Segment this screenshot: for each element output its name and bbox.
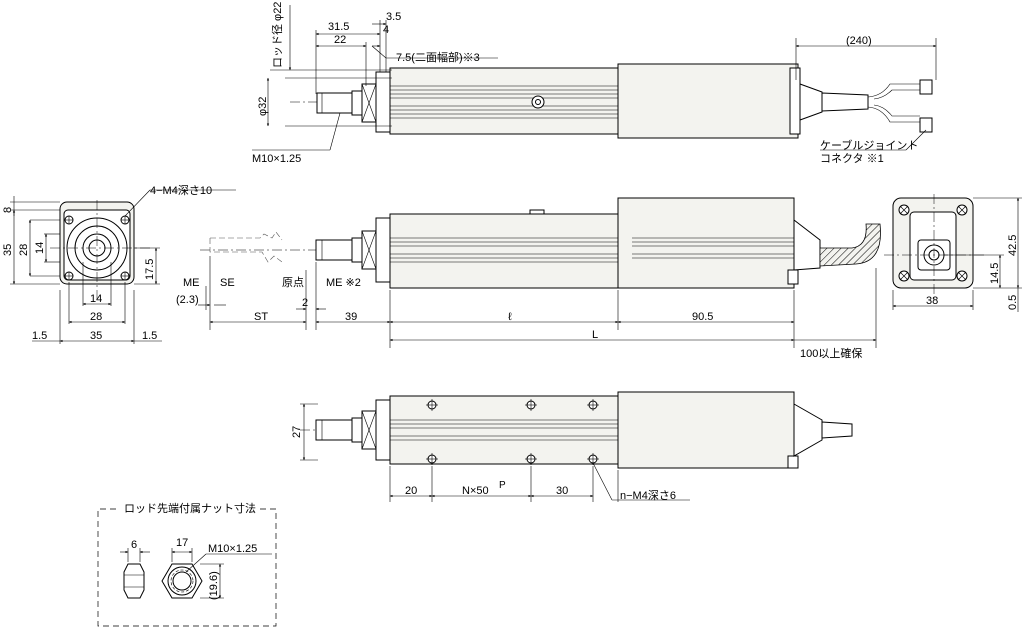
motor-grooves — [632, 237, 794, 259]
cable-clearance-label: 100以上確保 — [800, 346, 862, 360]
cable — [819, 223, 881, 267]
dim-28-width: 28 — [90, 311, 102, 323]
right-mount-screws — [898, 204, 968, 282]
pitch-superscript: P — [499, 480, 506, 491]
dim-19-6: (19.6) — [208, 571, 220, 600]
dim-8: 8 — [2, 207, 14, 213]
dim-1-5-left: 1.5 — [32, 330, 47, 342]
dim-31-5: 31.5 — [328, 21, 349, 33]
dim-35-width: 35 — [90, 330, 102, 342]
dim-2: 2 — [302, 297, 308, 309]
nut-detail: ロッド先端付属ナット寸法 6 17 M10×1.25 (19.6) — [97, 501, 277, 627]
total-length-label: L — [592, 329, 598, 341]
body-grooves-top — [390, 85, 618, 119]
origin-label: 原点 — [282, 276, 304, 289]
stroke-label: ST — [254, 311, 268, 323]
left-end-view: 4−M4深さ10 8 35 28 14 17.5 14 28 1.5 35 1.… — [2, 184, 236, 344]
dim-27: 27 — [291, 426, 303, 438]
dim-1-5-right: 1.5 — [142, 330, 157, 342]
mount-holes — [64, 215, 130, 281]
cable-joint-label-2: コネクタ ※1 — [820, 152, 884, 165]
dim-0-5: 0.5 — [1007, 295, 1019, 310]
dim-240: (240) — [846, 35, 872, 47]
top-view: ロッド径 φ22 31.5 3.5 22 4 7.5(二面幅部)※3 (240)… — [252, 2, 937, 165]
body-grooves-front — [390, 237, 618, 263]
thread-m10-label: M10×1.25 — [252, 153, 301, 165]
dim-30: 30 — [556, 485, 568, 497]
cable-joint-label-1: ケーブルジョイント — [820, 138, 918, 152]
nut-detail-title: ロッド先端付属ナット寸法 — [124, 501, 256, 515]
dim-14-height: 14 — [34, 242, 46, 254]
dim-4: 4 — [383, 24, 389, 36]
dim-2-3: (2.3) — [176, 294, 199, 306]
dim-17-5: 17.5 — [144, 259, 156, 280]
length-ell-label: ℓ — [508, 311, 512, 323]
dim-20: 20 — [405, 485, 417, 497]
dim-22: 22 — [334, 34, 346, 46]
me-label-left: ME — [183, 277, 200, 289]
dim-phi-32: φ32 — [257, 97, 269, 116]
front-view: ME SE (2.3) 原点 ME ※2 ST 2 39 ℓ 90.5 L 10… — [176, 197, 881, 360]
dim-28-height: 28 — [18, 244, 30, 256]
me-note-label: ME ※2 — [326, 277, 361, 289]
dim-38: 38 — [926, 295, 938, 307]
pitch-label: N×50 — [462, 485, 489, 497]
tapped-hole-label: n−M4深さ6 — [620, 489, 676, 502]
rod-diameter-label: ロッド径 φ22 — [271, 2, 284, 68]
right-end-view: 42.5 14.5 0.5 38 — [884, 194, 1022, 312]
dim-3-5: 3.5 — [386, 11, 401, 23]
dim-39: 39 — [345, 311, 357, 323]
tapped-holes — [426, 399, 599, 465]
nut-thread-label: M10×1.25 — [208, 543, 257, 555]
dim-7-5-flats: 7.5(二面幅部)※3 — [396, 50, 480, 64]
body-grooves-bottom — [390, 419, 618, 441]
dim-42-5: 42.5 — [1007, 235, 1019, 256]
mount-hole-label: 4−M4深さ10 — [150, 184, 212, 197]
dim-14-width: 14 — [90, 293, 102, 305]
dim-90-5: 90.5 — [692, 311, 713, 323]
dim-17: 17 — [176, 537, 188, 549]
dim-14-5: 14.5 — [989, 263, 1001, 284]
se-label: SE — [220, 277, 235, 289]
bottom-view: 27 20 N×50 P 30 n−M4深さ6 — [291, 391, 853, 502]
dim-35-height: 35 — [2, 244, 14, 256]
dim-6: 6 — [131, 539, 137, 551]
